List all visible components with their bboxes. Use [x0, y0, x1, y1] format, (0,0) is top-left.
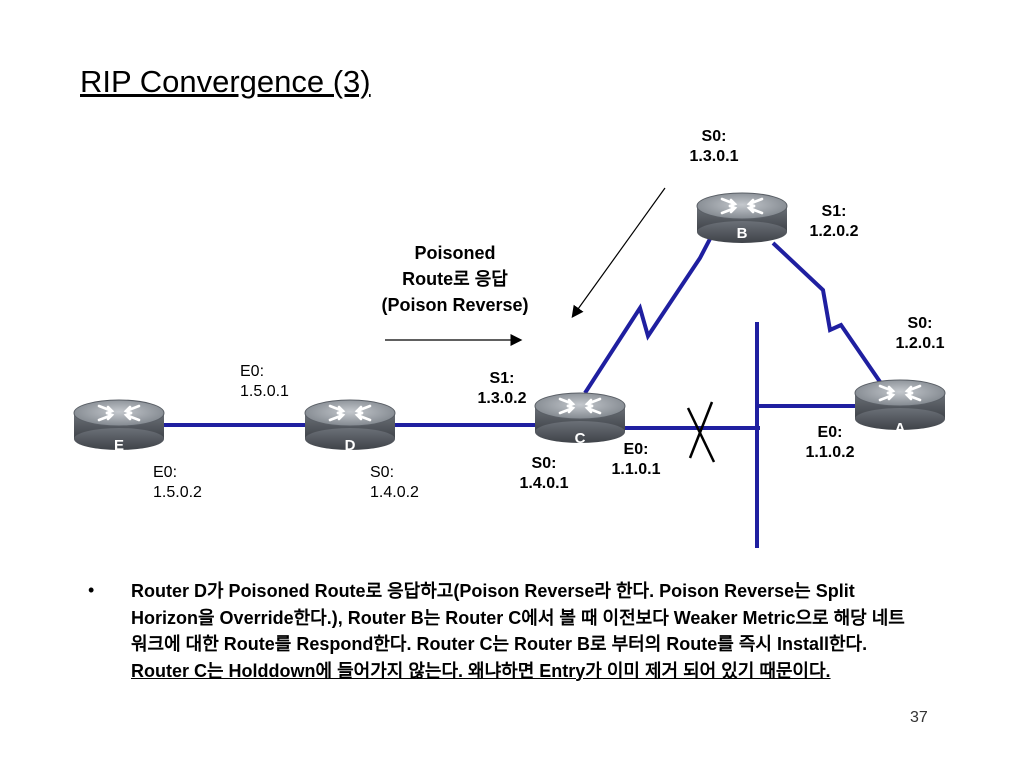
serial-link-c-b — [583, 234, 714, 395]
label-d-e0: E0:1.5.0.1 — [240, 363, 289, 400]
bullet-marker: • — [88, 580, 95, 600]
label-e-e0: E0:1.5.0.2 — [153, 464, 202, 501]
router-a: A — [853, 378, 947, 437]
router-d: D — [303, 398, 397, 454]
router-c: C — [533, 391, 627, 447]
router-d-label: D — [345, 437, 356, 454]
label-c-s1: S1:1.3.0.2 — [477, 370, 527, 407]
router-c-label: C — [575, 430, 586, 447]
bullet-text: Router D가 Poisoned Route로 응답하고(Poison Re… — [131, 578, 911, 684]
router-b-label: B — [737, 225, 748, 242]
bullet-text-main: Router D가 Poisoned Route로 응답하고(Poison Re… — [131, 581, 905, 654]
broken-link-x-icon — [686, 401, 716, 463]
arrow-b-to-c — [571, 187, 666, 318]
serial-link-b-a — [771, 241, 889, 394]
router-e: E — [72, 398, 166, 454]
label-b-s0: S0:1.3.0.1 — [689, 128, 739, 165]
label-b-s1: S1:1.2.0.2 — [809, 203, 859, 240]
label-c-e0: E0:1.1.0.1 — [611, 441, 661, 478]
label-a-s0: S0:1.2.0.1 — [895, 315, 945, 352]
page-number: 37 — [910, 709, 928, 726]
label-c-s0: S0:1.4.0.1 — [519, 455, 569, 492]
label-d-s0: S0:1.4.0.2 — [370, 464, 419, 501]
router-b: B — [695, 191, 789, 245]
poisoned-route-note: Poisoned Route로 응답 (Poison Reverse) — [381, 243, 529, 315]
label-a-e0: E0:1.1.0.2 — [805, 424, 855, 461]
router-e-label: E — [114, 437, 124, 454]
page-title: RIP Convergence (3) — [80, 64, 371, 99]
bullet-text-underlined: Router C는 Holddown에 들어가지 않는다. 왜냐하면 Entry… — [131, 660, 831, 681]
router-a-label: A — [895, 420, 906, 437]
